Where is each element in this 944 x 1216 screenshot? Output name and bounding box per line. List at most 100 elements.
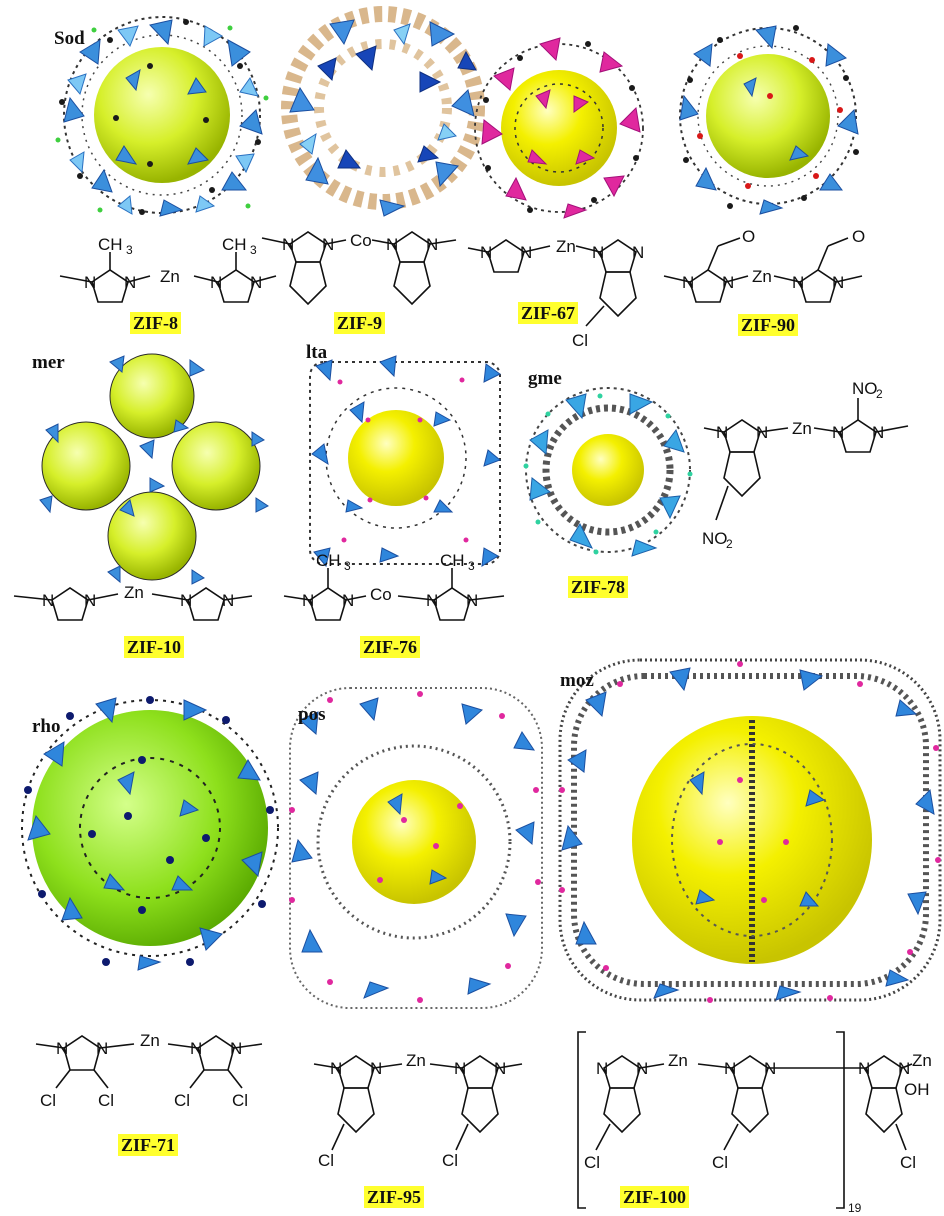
zif100-n5: N — [858, 1059, 870, 1078]
zif-label-zif67: ZIF-67 — [518, 302, 578, 324]
zif71-n4: N — [230, 1039, 242, 1058]
zif8-zn: Zn — [160, 267, 180, 286]
topology-label-rho: rho — [32, 716, 61, 737]
topology-label-lta: lta — [306, 342, 328, 363]
zif90-n1: N — [682, 273, 694, 292]
zif8-n2: N — [124, 273, 136, 292]
lta-structure — [309, 355, 501, 568]
zif95-cl1: Cl — [318, 1151, 334, 1170]
zif100-cl1: Cl — [584, 1153, 600, 1172]
zif100-cl2: Cl — [712, 1153, 728, 1172]
zif76-ch3-1: CH — [316, 551, 341, 570]
zif71-n2: N — [96, 1039, 108, 1058]
mer-structure — [39, 353, 269, 585]
zif76-ch3-2-sub: 3 — [468, 559, 475, 573]
zif100-cl3: Cl — [900, 1153, 916, 1172]
zif90-n2: N — [722, 273, 734, 292]
zif100-n4: N — [764, 1059, 776, 1078]
zif76-n1: N — [302, 591, 314, 610]
zif67-n1: N — [480, 243, 492, 262]
zif71-cl3: Cl — [174, 1091, 190, 1110]
zif90-o1: O — [742, 227, 755, 246]
zif100-zn1: Zn — [668, 1051, 688, 1070]
zif-label-zif10: ZIF-10 — [124, 636, 184, 658]
zif9-n1: N — [282, 235, 294, 254]
zif9-structure — [281, 6, 485, 217]
zif9-n4: N — [426, 235, 438, 254]
zif-label-zif9: ZIF-9 — [334, 312, 385, 334]
zif100-n6: N — [898, 1059, 910, 1078]
zif8-n4: N — [250, 273, 262, 292]
zif78-n3: N — [832, 423, 844, 442]
chem-drawings — [13, 231, 913, 1209]
zif78-no2-bottom: NO — [702, 529, 728, 548]
moz-structure — [558, 658, 942, 1003]
zif90-structure — [679, 25, 859, 215]
zif95-n2: N — [370, 1059, 382, 1078]
topology-label-sod: Sod — [54, 28, 85, 49]
zif71-cl2: Cl — [98, 1091, 114, 1110]
zif67-cl: Cl — [572, 331, 588, 350]
zif67-n4: N — [632, 243, 644, 262]
zif9-co: Co — [350, 231, 372, 250]
zif78-zn: Zn — [792, 419, 812, 438]
topology-label-mer: mer — [32, 352, 65, 373]
zif10-n2: N — [84, 591, 96, 610]
zif71-n3: N — [190, 1039, 202, 1058]
zif-label-zif8: ZIF-8 — [130, 312, 181, 334]
zif71-cl1: Cl — [40, 1091, 56, 1110]
chem-labels: CH 3 CH 3 Zn N N N N Co N N N N Zn N N N… — [40, 227, 932, 1215]
zif78-no2-top-sub: 2 — [876, 387, 883, 401]
zif9-n2: N — [322, 235, 334, 254]
zif78-n2: N — [756, 423, 768, 442]
pos-structure — [289, 687, 543, 1009]
zif10-zn: Zn — [124, 583, 144, 602]
topology-label-gme: gme — [528, 368, 562, 389]
gme-structure — [523, 387, 693, 557]
zif8-ch3-2: CH — [222, 235, 247, 254]
zif71-zn: Zn — [140, 1031, 160, 1050]
zif67-n3: N — [592, 243, 604, 262]
zif67-n2: N — [520, 243, 532, 262]
zif78-n1: N — [716, 423, 728, 442]
topology-label-pos: pos — [298, 704, 326, 725]
zif76-n3: N — [426, 591, 438, 610]
zif76-ch3-1-sub: 3 — [344, 559, 351, 573]
zif10-n4: N — [222, 591, 234, 610]
zif100-n2: N — [636, 1059, 648, 1078]
rho-structure — [21, 696, 279, 971]
zif-label-zif71: ZIF-71 — [118, 1134, 178, 1156]
zif-label-zif76: ZIF-76 — [360, 636, 420, 658]
zif71-cl4: Cl — [232, 1091, 248, 1110]
zif100-zn2: Zn — [912, 1051, 932, 1070]
zif90-zn: Zn — [752, 267, 772, 286]
zif100-n3: N — [724, 1059, 736, 1078]
zif9-n3: N — [386, 235, 398, 254]
sod-structure — [55, 16, 269, 217]
zif100-hydroxyl: OH — [904, 1080, 930, 1099]
zif95-n4: N — [494, 1059, 506, 1078]
zif-label-zif100: ZIF-100 — [620, 1186, 689, 1208]
zif95-n1: N — [330, 1059, 342, 1078]
zif90-n4: N — [832, 273, 844, 292]
zif8-ch3-2-sub: 3 — [250, 243, 257, 257]
zif78-n4: N — [872, 423, 884, 442]
zif10-n3: N — [180, 591, 192, 610]
zif-label-zif95: ZIF-95 — [364, 1186, 424, 1208]
zif78-no2-bottom-sub: 2 — [726, 537, 733, 551]
zif90-o2: O — [852, 227, 865, 246]
zif8-ch3-1-sub: 3 — [126, 243, 133, 257]
zif8-n1: N — [84, 273, 96, 292]
zif8-n3: N — [210, 273, 222, 292]
zif76-ch3-2: CH — [440, 551, 465, 570]
zif76-co: Co — [370, 585, 392, 604]
zif95-n3: N — [454, 1059, 466, 1078]
topology-label-moz: moz — [560, 670, 594, 691]
zif10-n1: N — [42, 591, 54, 610]
zif95-zn: Zn — [406, 1051, 426, 1070]
zif76-n2: N — [342, 591, 354, 610]
zif71-n1: N — [56, 1039, 68, 1058]
zif78-no2-top: NO — [852, 379, 878, 398]
zif90-n3: N — [792, 273, 804, 292]
